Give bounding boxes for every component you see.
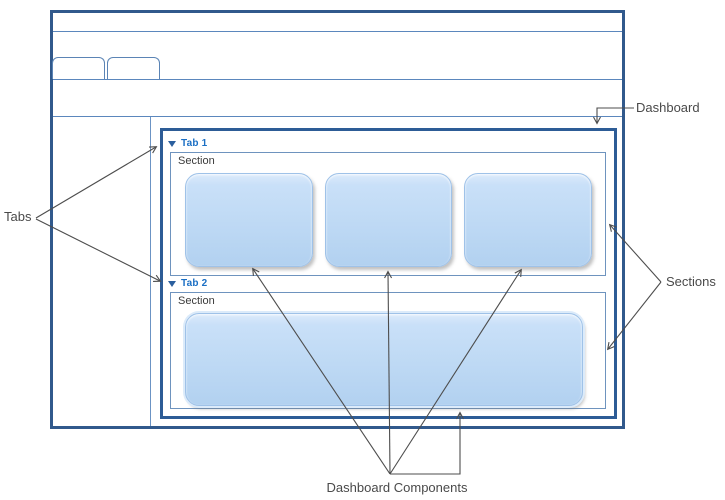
components-callout-label: Dashboard Components (326, 480, 468, 495)
collapse-triangle-icon (168, 140, 176, 147)
toolbar-tab-2[interactable] (107, 57, 160, 79)
dashboard-component (325, 173, 452, 267)
dashboard-panel: Tab 1 Section Tab 2 Section (160, 128, 617, 419)
tabs-callout-label: Tabs (4, 209, 32, 224)
section-container-1: Section (170, 152, 606, 276)
window-toolbar (52, 32, 622, 80)
dashboard-tab-2-label: Tab 2 (181, 278, 208, 289)
section-2-label: Section (178, 295, 215, 307)
dashboard-component (464, 173, 592, 267)
dashboard-tab-1-header[interactable]: Tab 1 (168, 138, 207, 149)
section-1-label: Section (178, 155, 215, 167)
dashboard-callout-label: Dashboard (636, 100, 700, 115)
dashboard-tab-1-label: Tab 1 (181, 138, 208, 149)
dashboard-component (185, 313, 583, 406)
toolbar-tab-1[interactable] (52, 57, 105, 79)
window-info-bar (53, 80, 622, 117)
sections-callout-label: Sections (666, 274, 716, 289)
sidebar-panel (53, 117, 151, 426)
section-container-2: Section (170, 292, 606, 409)
dashboard-component (185, 173, 313, 267)
window-title-bar (53, 13, 622, 32)
dashboard-tab-2-header[interactable]: Tab 2 (168, 278, 207, 289)
collapse-triangle-icon (168, 280, 176, 287)
